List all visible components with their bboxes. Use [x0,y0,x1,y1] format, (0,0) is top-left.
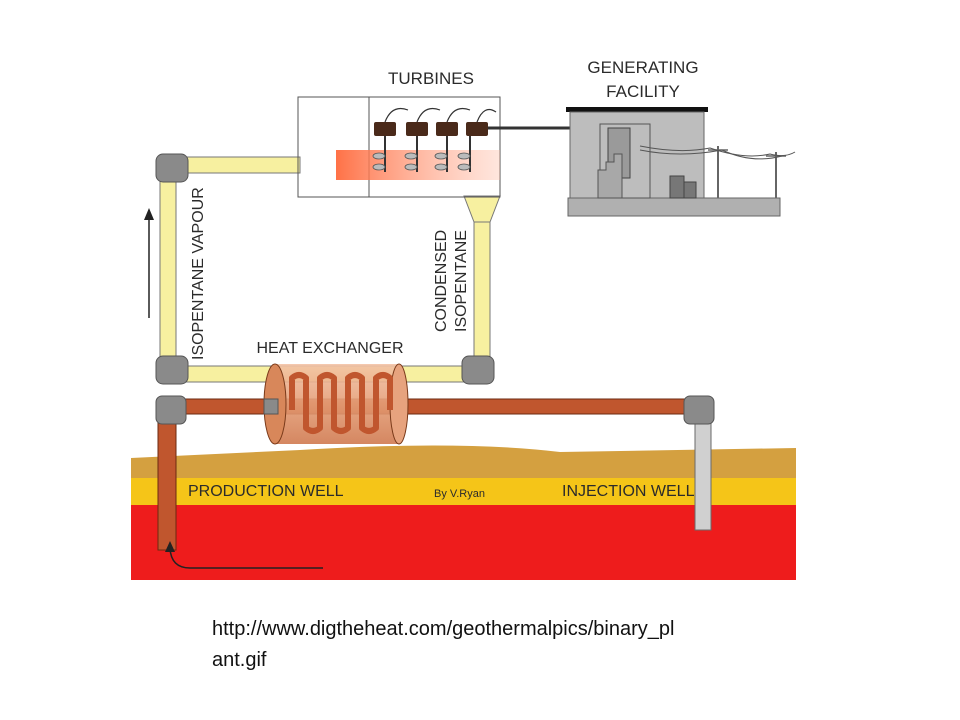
generating-facility [566,107,781,217]
condensed-label-line2: ISOPENTANE [453,230,470,332]
generating-facility-label-line1: GENERATING [587,58,698,77]
isopentane-vapour-label: ISOPENTANE VAPOUR [190,187,207,360]
condenser-funnel [463,195,501,223]
cabinet-2 [683,181,697,199]
condensed-pipe-right [473,217,491,369]
exchanger-inlet-collar [263,398,279,415]
stairs [597,153,623,199]
turbine-1 [372,107,409,172]
power-lines [639,145,796,198]
injection-elbow [683,395,715,425]
turbine-inner-box [368,96,501,198]
cabinet-1 [669,175,685,199]
flow-arrow-vapour [144,208,154,318]
condensed-label-line1: CONDENSED [433,230,450,332]
credit-label: By V.Ryan [434,488,485,500]
source-url-caption: http://www.digtheheat.com/geothermalpics… [212,618,675,671]
exchanger-coil [289,372,393,434]
vapour-pipe-left [159,167,177,379]
turbine-4 [457,109,497,172]
loop-elbow-top-left [155,153,189,183]
facility-roof [566,107,708,112]
hot-water-pipe [175,398,697,415]
flow-arrow-well [165,541,323,569]
turbine-3 [434,107,471,172]
production-well-label: PRODUCTION WELL [188,483,344,500]
production-well-pipe [157,419,177,551]
loop-elbow-bottom-right [461,355,495,385]
facility-base [567,197,781,217]
generator-housing [599,123,651,199]
production-elbow [155,395,187,425]
turbines-label: TURBINES [388,69,474,88]
heat-exchanger-label: HEAT EXCHANGER [257,340,404,357]
injection-well-label: INJECTION WELL [562,483,695,500]
turbine-2 [404,107,441,172]
topsoil-layer [131,445,796,480]
generating-facility-label-line2: FACILITY [606,82,680,101]
injection-well-pipe [694,419,712,531]
loop-elbow-bottom-left [155,355,189,385]
heat-exchanger [263,363,409,445]
vapour-pipe-top [175,156,301,174]
aquifer-band [131,478,796,506]
turbine-units [372,107,497,172]
